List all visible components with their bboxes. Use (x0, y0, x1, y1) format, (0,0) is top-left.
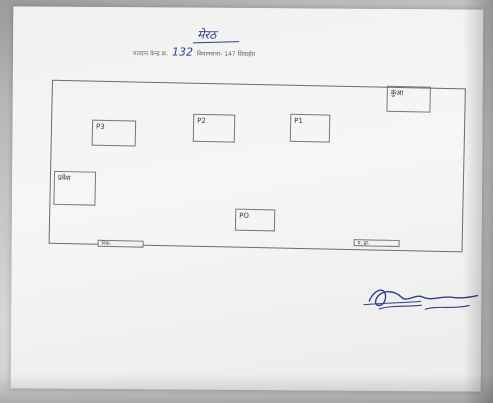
left-door: निक. (97, 239, 144, 248)
polling-center-line: मतदान केन्द्र क्र. 132 विधानसभा- 147 सिव… (133, 45, 255, 59)
booth-p2: P2 (192, 113, 236, 143)
center-label: मतदान केन्द्र क्र. (132, 50, 169, 58)
right-door: प्र. द्वा. (353, 239, 400, 248)
constituency-label: विधानसभा- 147 सिवाईस (196, 50, 256, 59)
page-edge-shadow (463, 0, 493, 403)
paper-sheet: मेरठ मतदान केन्द्र क्र. 132 विधानसभा- 14… (10, 6, 484, 392)
floor-plan: कुंआ P3 P2 P1 प्रवेश PO निक. प्र. द्वा. (48, 79, 466, 253)
left-room-label: प्रवेश (57, 173, 71, 183)
corner-room-label: कुंआ (390, 88, 404, 98)
presiding-officer-label: PO (239, 211, 250, 220)
header-title: मेरठ (197, 27, 217, 42)
handwritten-signature (363, 289, 479, 310)
header-underline (193, 41, 240, 44)
booth-p1: P1 (289, 113, 331, 143)
left-door-label: निक. (101, 240, 112, 248)
presiding-officer-box: PO (234, 208, 276, 232)
center-number: 132 (171, 45, 194, 59)
corner-room-box: कुंआ (386, 85, 431, 113)
page-bottom-shadow (0, 373, 493, 403)
booth-p3: P3 (91, 119, 137, 147)
booth-p1-label: P1 (294, 116, 303, 126)
left-room-box: प्रवेश (53, 170, 97, 206)
booth-p2-label: P2 (197, 116, 206, 125)
booth-p3-label: P3 (95, 122, 105, 131)
right-door-label: प्र. द्वा. (357, 240, 370, 247)
